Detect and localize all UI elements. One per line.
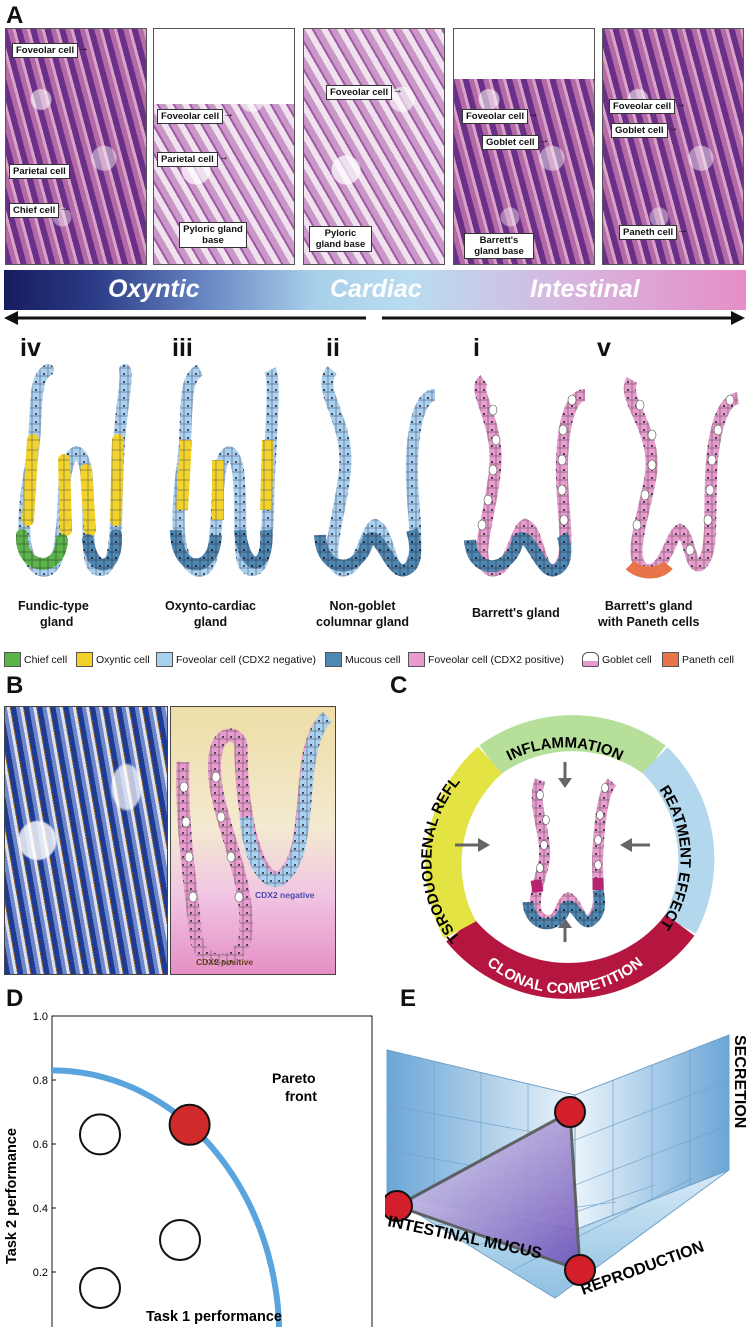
archetype-point xyxy=(385,1190,413,1222)
gland-caption: Non-goblet columnar gland xyxy=(316,598,409,630)
panel-d-letter: D xyxy=(6,985,24,1012)
legend-chief: Chief cell xyxy=(4,652,67,667)
legend-mucous: Mucous cell xyxy=(325,652,400,667)
gland-caption: Barrett's gland xyxy=(472,605,560,621)
legend-foveolar-neg: Foveolar cell (CDX2 negative) xyxy=(156,652,316,667)
caption-line: gland xyxy=(193,615,228,629)
legend-paneth: Paneth cell xyxy=(662,652,734,667)
caption-line: with Paneth cells xyxy=(598,615,700,629)
photo-label: Paneth cell xyxy=(619,225,688,240)
legend-oxyntic: Oxyntic cell xyxy=(76,652,150,667)
plot-frame xyxy=(51,1015,373,1327)
pareto-chart: 0.00.20.40.60.81.01.00.80.60.40.2 Pareto… xyxy=(4,1011,373,1327)
y-tick-label: 0.2 xyxy=(33,1267,48,1279)
photo-label: Chief cell xyxy=(9,203,71,218)
roman-label: v xyxy=(597,334,611,362)
photo-label: Pyloric gland base xyxy=(309,226,372,252)
cdx2-gland-drawing xyxy=(176,712,332,967)
cdx2-stain-photo xyxy=(4,706,168,975)
x-axis-label: Task 1 performance xyxy=(146,1309,282,1325)
gland-caption: Barrett's gland with Paneth cells xyxy=(598,598,699,630)
photo-label: Parietal cell xyxy=(9,164,70,179)
central-gland xyxy=(522,778,617,930)
ring-reflux xyxy=(425,746,503,939)
roman-label: iv xyxy=(20,334,41,362)
ring-clonal xyxy=(446,913,695,999)
y-tick-label: 0.4 xyxy=(33,1203,48,1215)
gradient-label-oxyntic: Oxyntic xyxy=(108,275,200,303)
cdx2-schematic: CDX2 negative CDX2 positive xyxy=(170,706,336,975)
caption-line: Non-goblet xyxy=(329,599,396,613)
photo-label: Goblet cell xyxy=(482,135,549,150)
ring-inflammation xyxy=(479,715,666,775)
caption-line: columnar gland xyxy=(316,615,410,629)
gradient-label-cardiac: Cardiac xyxy=(330,275,422,303)
caption-line: Barrett's gland xyxy=(472,606,560,620)
pareto-front-curve xyxy=(51,1067,283,1327)
phenotype-point xyxy=(159,1219,201,1261)
caption-line: Oxynto-cardiac xyxy=(165,599,257,613)
archetype-point xyxy=(554,1096,586,1128)
gland-caption: Fundic-type gland xyxy=(18,598,89,630)
archetype-triangle xyxy=(393,1109,582,1273)
gland-barretts-paneth xyxy=(623,376,740,579)
archetype-3d-plot: INTESTINAL MUCUS REPRODUCTION SECRETION xyxy=(385,1034,748,1299)
photo-label: Barrett's gland base xyxy=(464,233,534,259)
photo-label: Foveolar cell xyxy=(462,109,539,124)
panel-c-letter: C xyxy=(390,672,408,699)
histology-photo-4: Foveolar cell Goblet cell Barrett's glan… xyxy=(453,28,595,265)
photo-label: Foveolar cell xyxy=(12,43,89,58)
photo-label: Pyloric gland base xyxy=(179,222,247,248)
optimal-phenotype-point xyxy=(168,1103,211,1146)
histology-photo-2: Foveolar cell Parietal cell Pyloric glan… xyxy=(153,28,295,265)
pressure-arrows xyxy=(455,762,650,942)
cdx2-positive-label: CDX2 positive xyxy=(196,957,254,967)
bidirectional-arrows xyxy=(4,311,745,325)
histology-photo-1: Foveolar cell Parietal cell Chief cell xyxy=(5,28,147,265)
legend-foveolar-pos: Foveolar cell (CDX2 positive) xyxy=(408,652,564,667)
photo-label: Foveolar cell xyxy=(609,99,686,114)
gland-non-goblet xyxy=(314,366,437,577)
axis-secretion: SECRETION xyxy=(731,1035,748,1128)
legend-goblet: Goblet cell xyxy=(582,652,652,667)
differentiation-gradient-bar: Oxyntic Cardiac Intestinal xyxy=(4,270,746,310)
roman-label: i xyxy=(473,334,480,362)
panel-a-letter: A xyxy=(6,2,24,29)
phenotype-point xyxy=(79,1113,121,1156)
gland-oxynto-cardiac xyxy=(170,364,279,577)
histology-photo-5: Foveolar cell Goblet cell Paneth cell xyxy=(602,28,744,265)
caption-line: gland xyxy=(40,615,74,629)
cdx2-negative-label: CDX2 negative xyxy=(255,890,315,900)
pareto-front-label-2: front xyxy=(285,1088,317,1104)
y-axis-label: Task 2 performance xyxy=(4,1128,20,1264)
caption-line: Fundic-type xyxy=(18,599,89,613)
gland-caption: Oxynto-cardiac gland xyxy=(165,598,256,630)
histology-photo-3: Foveolar cell Pyloric gland base xyxy=(303,28,445,265)
pareto-front-label-1: Pareto xyxy=(272,1070,316,1086)
photo-label: Foveolar cell xyxy=(326,85,403,100)
photo-label: Parietal cell xyxy=(157,152,229,167)
photo-label: Goblet cell xyxy=(611,123,678,138)
panel-b-letter: B xyxy=(6,672,24,699)
caption-line: Barrett's gland xyxy=(604,599,693,613)
roman-label: iii xyxy=(172,334,193,362)
y-tick-label: 1.0 xyxy=(33,1011,48,1023)
gradient-label-intestinal: Intestinal xyxy=(530,275,640,303)
phenotype-point xyxy=(79,1267,121,1309)
y-tick-label: 0.8 xyxy=(33,1075,48,1087)
y-tick-label: 0.6 xyxy=(33,1139,48,1151)
pressure-ring-diagram: INFLAMMATION TREATMENT EFFECTS CLONAL CO… xyxy=(400,680,715,999)
gland-diagrams xyxy=(16,364,740,579)
photo-label: Foveolar cell xyxy=(157,109,234,124)
panel-e-letter: E xyxy=(400,985,417,1012)
axis-ticks: 0.00.20.40.60.81.01.00.80.60.40.2 xyxy=(33,1011,56,1279)
ring-treatment xyxy=(642,747,715,934)
gland-barretts xyxy=(464,375,587,577)
archetype-point xyxy=(564,1254,596,1286)
gland-fundic xyxy=(16,364,132,577)
roman-label: ii xyxy=(326,334,340,362)
